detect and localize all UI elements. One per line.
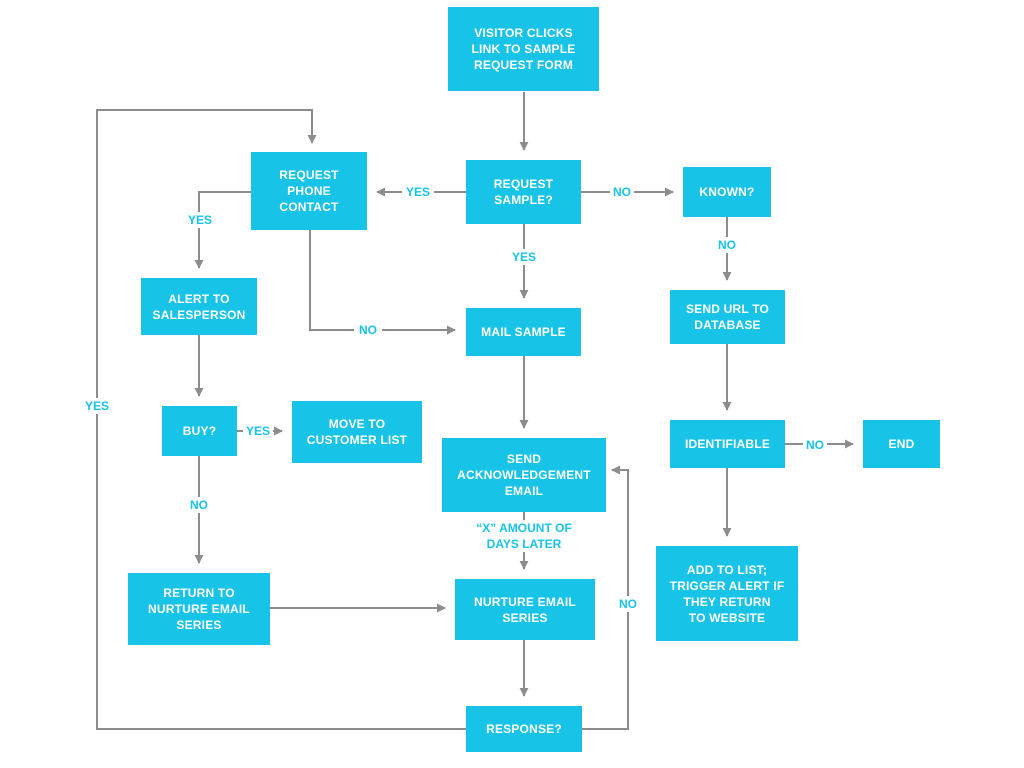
label-no-phone-to-mail: NO xyxy=(354,322,382,338)
label-no-request-to-known: NO xyxy=(610,184,634,200)
node-send-acknowledgement: SEND ACKNOWLEDGEMENT EMAIL xyxy=(442,438,606,512)
node-request-sample: REQUEST SAMPLE? xyxy=(466,160,581,224)
label-yes-buy-to-customer: YES xyxy=(243,423,273,439)
node-send-url: SEND URL TO DATABASE xyxy=(670,290,785,344)
node-visitor-clicks: VISITOR CLICKS LINK TO SAMPLE REQUEST FO… xyxy=(448,7,599,91)
node-end: END xyxy=(863,420,940,468)
label-yes-response-loop: YES xyxy=(82,398,112,414)
arrow-response-yes-loop xyxy=(96,109,466,730)
arrow-phone-to-alert xyxy=(194,191,251,269)
arrow-phone-to-mail xyxy=(309,230,456,335)
node-known: KNOWN? xyxy=(683,167,771,217)
label-no-known-to-url: NO xyxy=(715,237,739,253)
node-response: RESPONSE? xyxy=(466,706,582,752)
node-add-to-list: ADD TO LIST; TRIGGER ALERT IF THEY RETUR… xyxy=(656,546,798,641)
label-no-response-loop: NO xyxy=(616,596,640,612)
label-yes-request-to-mail: YES xyxy=(508,249,540,265)
node-mail-sample: MAIL SAMPLE xyxy=(466,308,581,356)
label-no-identifiable-to-end: NO xyxy=(803,437,827,453)
node-alert-salesperson: ALERT TO SALESPERSON xyxy=(141,278,257,335)
node-identifiable: IDENTIFIABLE xyxy=(670,420,785,468)
node-nurture-email-series: NURTURE EMAIL SERIES xyxy=(455,579,595,640)
node-return-to-nurture: RETURN TO NURTURE EMAIL SERIES xyxy=(128,573,270,645)
label-yes-phone-to-alert: YES xyxy=(185,212,215,228)
label-no-buy-to-return: NO xyxy=(187,497,211,513)
label-yes-request-to-phone: YES xyxy=(402,184,434,200)
node-request-phone-contact: REQUEST PHONE CONTACT xyxy=(251,152,367,230)
label-days-later: “X” AMOUNT OF DAYS LATER xyxy=(462,520,586,552)
node-move-to-customer-list: MOVE TO CUSTOMER LIST xyxy=(292,401,422,463)
node-buy: BUY? xyxy=(162,406,237,456)
